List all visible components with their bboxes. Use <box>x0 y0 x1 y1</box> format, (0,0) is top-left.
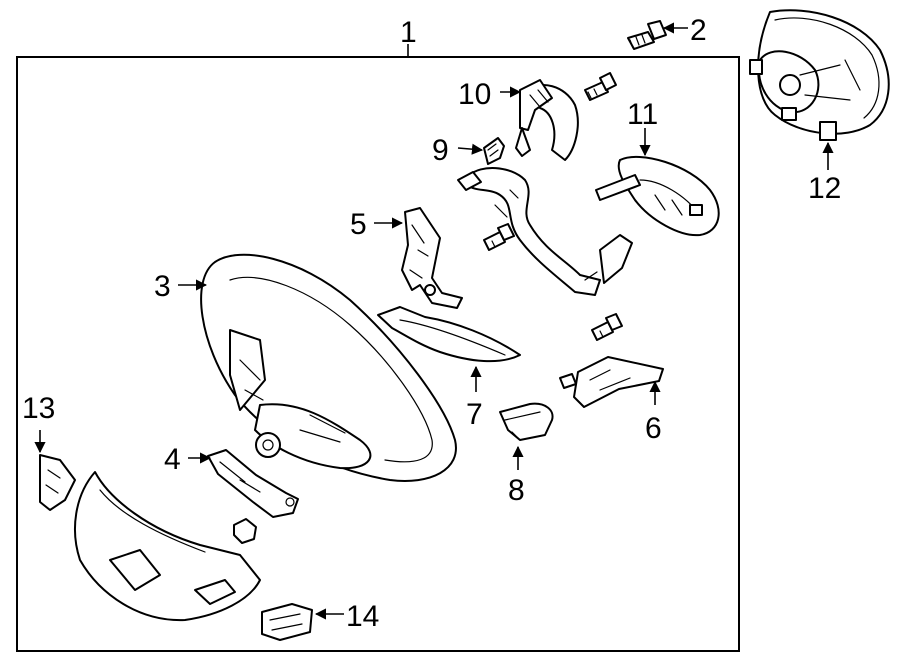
callout-4: 4 <box>164 443 181 476</box>
trim-switch <box>261 603 313 641</box>
callout-3: 3 <box>154 270 171 303</box>
callout-5: 5 <box>350 208 367 241</box>
callout-8: 8 <box>508 474 525 507</box>
callout-14: 14 <box>346 600 379 633</box>
wiring-harness <box>457 167 633 296</box>
lower-shroud <box>74 471 261 622</box>
callout-13: 13 <box>22 392 55 425</box>
screw-upper <box>584 72 617 101</box>
spoke-cover <box>377 306 521 363</box>
connector-clip <box>483 137 505 165</box>
callout-2: 2 <box>690 14 707 47</box>
screw-right <box>591 313 623 341</box>
grommet <box>233 518 257 544</box>
leader-9 <box>457 143 484 155</box>
callout-1: 1 <box>400 16 417 49</box>
callout-6: 6 <box>645 412 662 445</box>
screw-top <box>627 20 667 50</box>
callout-12: 12 <box>808 172 841 205</box>
assembly-frame <box>16 44 740 652</box>
airbag-module <box>749 9 890 141</box>
small-cover <box>499 402 554 441</box>
right-lower-bracket <box>559 356 664 408</box>
clock-spring-housing <box>515 79 579 161</box>
left-switch-bracket <box>401 207 463 309</box>
callout-9: 9 <box>432 134 449 167</box>
right-switch-housing <box>595 155 720 237</box>
paddle-switch <box>39 454 76 511</box>
lower-bracket <box>207 449 299 518</box>
callout-11: 11 <box>627 98 658 131</box>
steering-wheel <box>200 253 457 482</box>
callout-7: 7 <box>466 398 483 431</box>
screw-left <box>483 223 515 251</box>
callout-10: 10 <box>458 78 491 111</box>
